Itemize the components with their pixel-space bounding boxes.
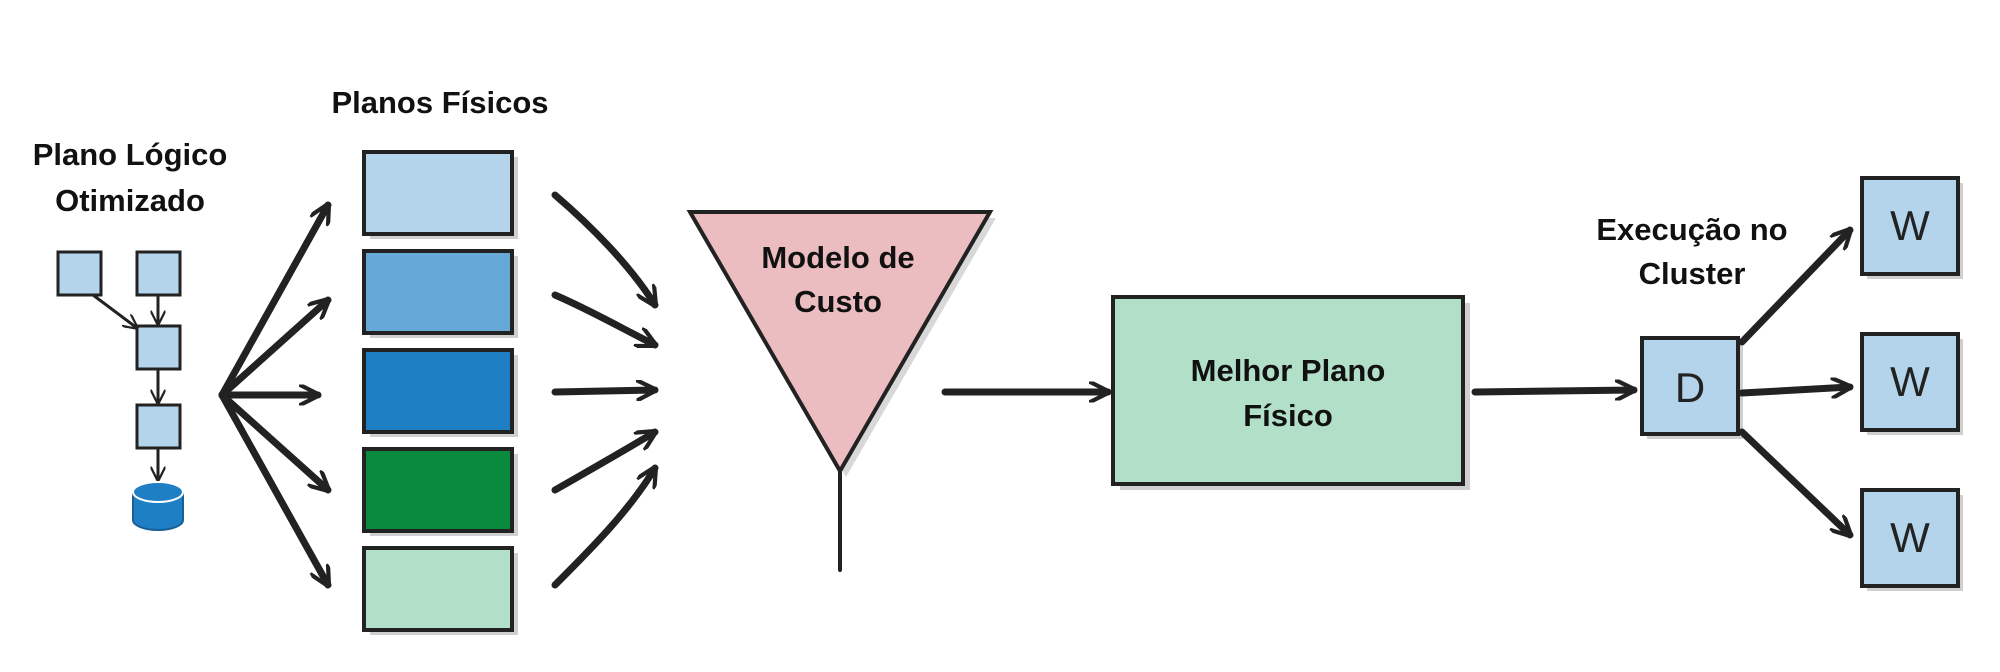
- fan-arrow-2: [218, 300, 328, 399]
- worker-arrow-2: [1738, 387, 1854, 393]
- fan-arrow-1: [218, 205, 332, 399]
- driver-box: [1640, 336, 1740, 436]
- worker-arrows: [1738, 230, 1854, 535]
- physical-plans: [362, 150, 518, 635]
- worker-letter-1: W: [1890, 202, 1930, 249]
- physical-plans-label: Planos Físicos: [331, 85, 548, 120]
- worker-box-1: [1860, 176, 1960, 276]
- cost-model-label-line2: Custo: [794, 284, 882, 319]
- logical-plan-label-line2: Otimizado: [55, 183, 205, 218]
- worker-arrow-1: [1738, 230, 1850, 346]
- cluster-exec-label-line1: Execução no: [1596, 212, 1787, 247]
- physical-plan-2: [362, 249, 514, 335]
- logical-node-1: [56, 250, 103, 297]
- worker-node-1: W: [1860, 176, 1963, 279]
- cost-model-funnel: [686, 210, 996, 572]
- converge-arrow-2: [551, 291, 655, 349]
- logical-edge-1: [91, 293, 137, 328]
- fan-arrow-5: [218, 391, 332, 585]
- logical-node-3: [135, 324, 182, 371]
- worker-arrow-3: [1738, 428, 1850, 535]
- converge-arrow-3: [551, 390, 659, 392]
- fan-arrow-4: [218, 391, 328, 490]
- database-icon: [132, 481, 184, 531]
- worker-node-2: W: [1860, 332, 1963, 435]
- cluster-exec-label-line2: Cluster: [1639, 256, 1746, 291]
- cost-model-shape: [686, 210, 994, 475]
- converge-arrow-4: [551, 428, 655, 494]
- worker-box-3: [1860, 488, 1960, 588]
- logical-plan-tree: [56, 250, 184, 531]
- logical-node-2: [135, 250, 182, 297]
- logical-plan-label-line1: Plano Lógico: [33, 137, 228, 172]
- physical-plan-3: [362, 348, 514, 434]
- cost-model-label-line1: Modelo de: [761, 240, 914, 275]
- physical-plan-1: [362, 150, 514, 236]
- fan-out-arrows: [218, 205, 332, 585]
- converge-arrows: [551, 191, 659, 589]
- converge-arrow-1: [551, 191, 655, 305]
- best-plan-label-line2: Físico: [1243, 398, 1333, 433]
- converge-arrow-5: [551, 468, 659, 589]
- worker-letter-3: W: [1890, 514, 1930, 561]
- worker-letter-2: W: [1890, 358, 1930, 405]
- driver-node: D: [1640, 336, 1743, 439]
- physical-plan-5: [362, 546, 514, 632]
- worker-node-3: W: [1860, 488, 1963, 591]
- logical-node-4: [135, 403, 182, 450]
- to-driver-arrow: [1471, 390, 1638, 392]
- physical-plan-4: [362, 447, 514, 533]
- worker-box-2: [1860, 332, 1960, 432]
- best-plan-label-line1: Melhor Plano: [1191, 353, 1386, 388]
- driver-letter: D: [1675, 364, 1705, 411]
- best-physical-plan-box: [1111, 295, 1465, 486]
